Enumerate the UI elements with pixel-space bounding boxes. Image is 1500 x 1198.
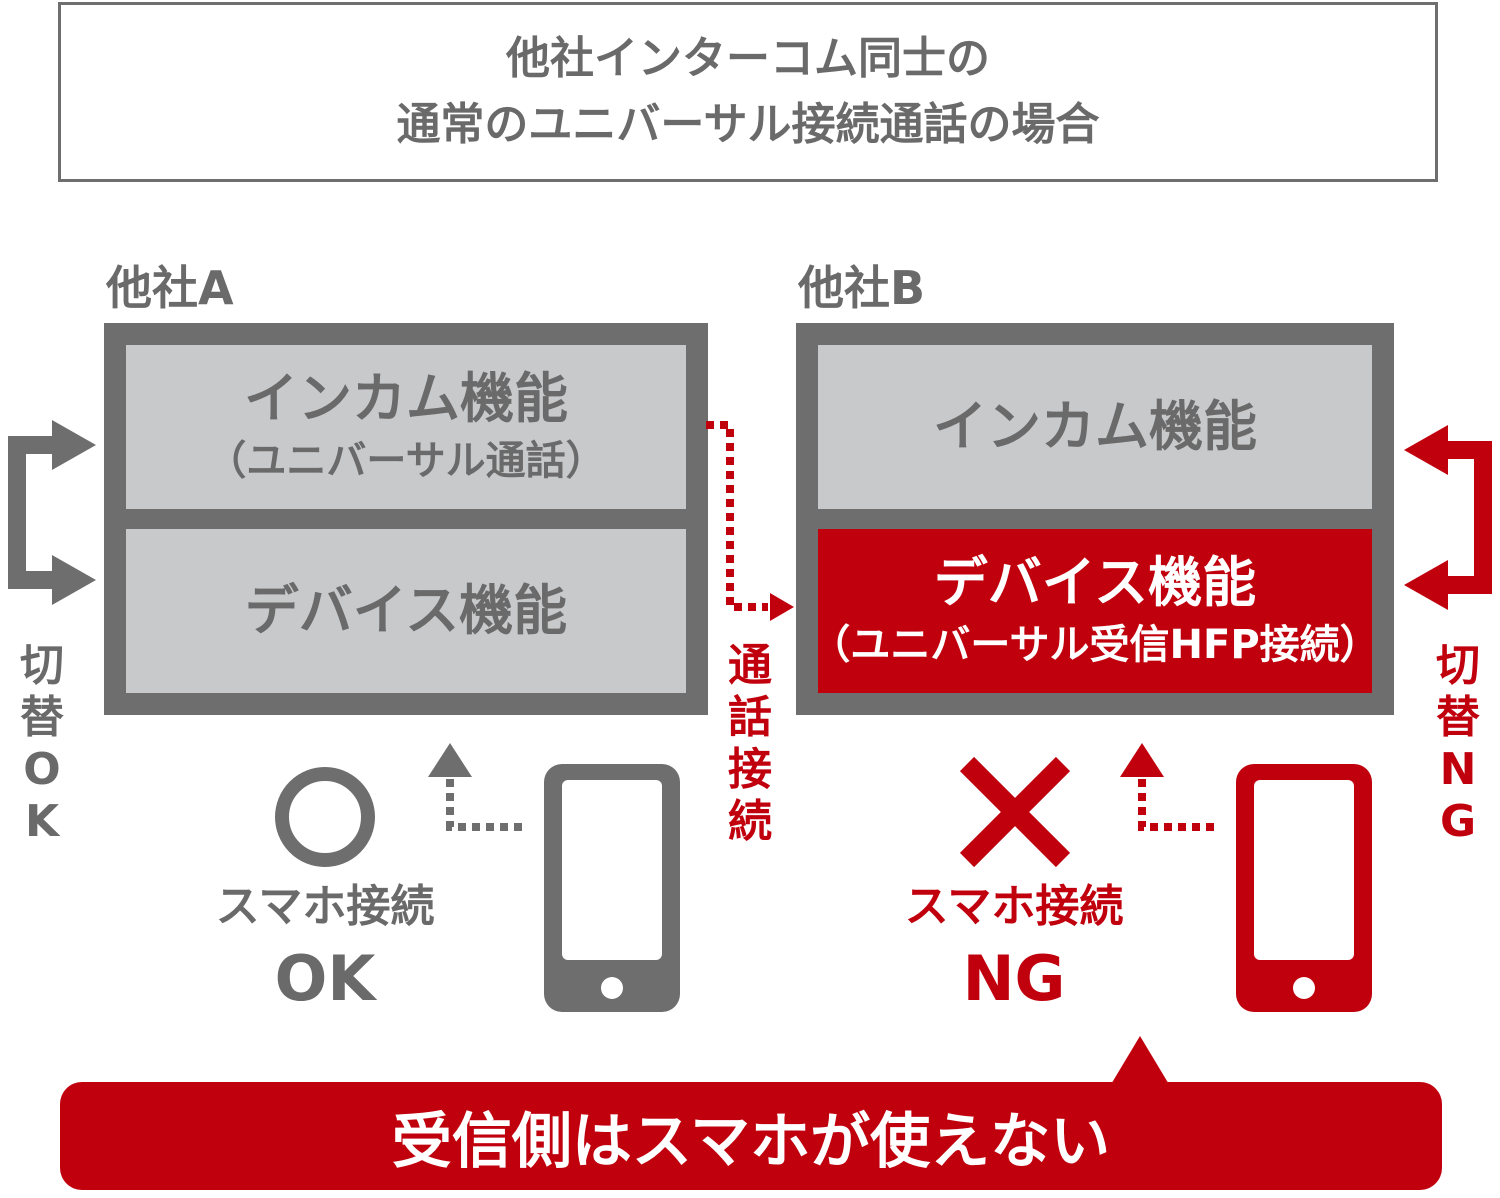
- title-line-1: 他社インターコム同士の: [506, 33, 990, 84]
- switch-ng-label: 切 替 N G: [1430, 640, 1486, 848]
- switch-ng-arrows-icon: [1404, 425, 1492, 610]
- call-connection-label: 通 話 接 続: [722, 640, 778, 848]
- switch-ok-arrows-icon: [8, 420, 96, 605]
- phone-b-connection-arrow-icon: [1120, 743, 1214, 831]
- company-a-label: 他社A: [106, 261, 234, 315]
- company-b-intercom-title: インカム機能: [933, 395, 1257, 458]
- company-b-device-title: デバイス機能: [933, 551, 1257, 614]
- phone-a-status: スマホ接続 OK: [175, 875, 475, 1019]
- phone-b-status-line2: NG: [962, 942, 1066, 1015]
- conclusion-banner: 受信側はスマホが使えない: [60, 1082, 1442, 1190]
- switch-ok-char: 切: [20, 640, 64, 691]
- title-line-2: 通常のユニバーサル接続通話の場合: [396, 99, 1100, 150]
- phone-a-connection-arrow-icon: [428, 743, 522, 831]
- call-connection-char: 通: [728, 640, 772, 691]
- company-a-intercom-subtitle: （ユニバーサル通話）: [206, 438, 606, 484]
- phone-b-status-line1: スマホ接続: [904, 881, 1124, 932]
- phone-a-status-line2: OK: [274, 942, 376, 1015]
- cross-icon: [959, 756, 1071, 868]
- company-a-device-title: デバイス機能: [244, 579, 568, 642]
- company-b-device-subtitle: （ユニバーサル受信HFP接続）: [810, 622, 1380, 668]
- company-b-intercom-panel: インカム機能: [818, 345, 1372, 509]
- call-connection-arrow-icon: [706, 421, 794, 621]
- banner-pointer-icon: [1110, 1036, 1170, 1086]
- switch-ok-label: 切 替 O K: [14, 640, 70, 848]
- title-box: 他社インターコム同士の 通常のユニバーサル接続通話の場合: [58, 2, 1438, 182]
- phone-b-status: スマホ接続 NG: [864, 875, 1164, 1019]
- switch-ng-char: 替: [1436, 692, 1480, 743]
- call-connection-char: 話: [728, 692, 772, 743]
- switch-ng-char: G: [1439, 796, 1477, 847]
- smartphone-a-icon: [544, 764, 680, 1012]
- company-b-device-panel: デバイス機能 （ユニバーサル受信HFP接続）: [810, 529, 1380, 693]
- switch-ng-char: 切: [1436, 640, 1480, 691]
- switch-ng-char: N: [1439, 744, 1477, 795]
- call-connection-char: 接: [728, 744, 772, 795]
- switch-ok-char: 替: [20, 692, 64, 743]
- company-b-label: 他社B: [798, 261, 926, 315]
- company-a-device: インカム機能 （ユニバーサル通話） デバイス機能: [104, 323, 708, 715]
- company-a-intercom-title: インカム機能: [244, 367, 568, 430]
- phone-a-status-line1: スマホ接続: [215, 881, 435, 932]
- switch-ok-char: K: [24, 796, 60, 847]
- company-a-intercom-panel: インカム機能 （ユニバーサル通話）: [126, 345, 686, 509]
- company-b-device: インカム機能 デバイス機能 （ユニバーサル受信HFP接続）: [796, 323, 1394, 715]
- smartphone-b-icon: [1236, 764, 1372, 1012]
- conclusion-banner-text: 受信側はスマホが使えない: [391, 1106, 1111, 1177]
- company-a-device-panel: デバイス機能: [126, 529, 686, 693]
- circle-icon: [275, 767, 375, 867]
- call-connection-char: 続: [728, 796, 772, 847]
- switch-ok-char: O: [23, 744, 61, 795]
